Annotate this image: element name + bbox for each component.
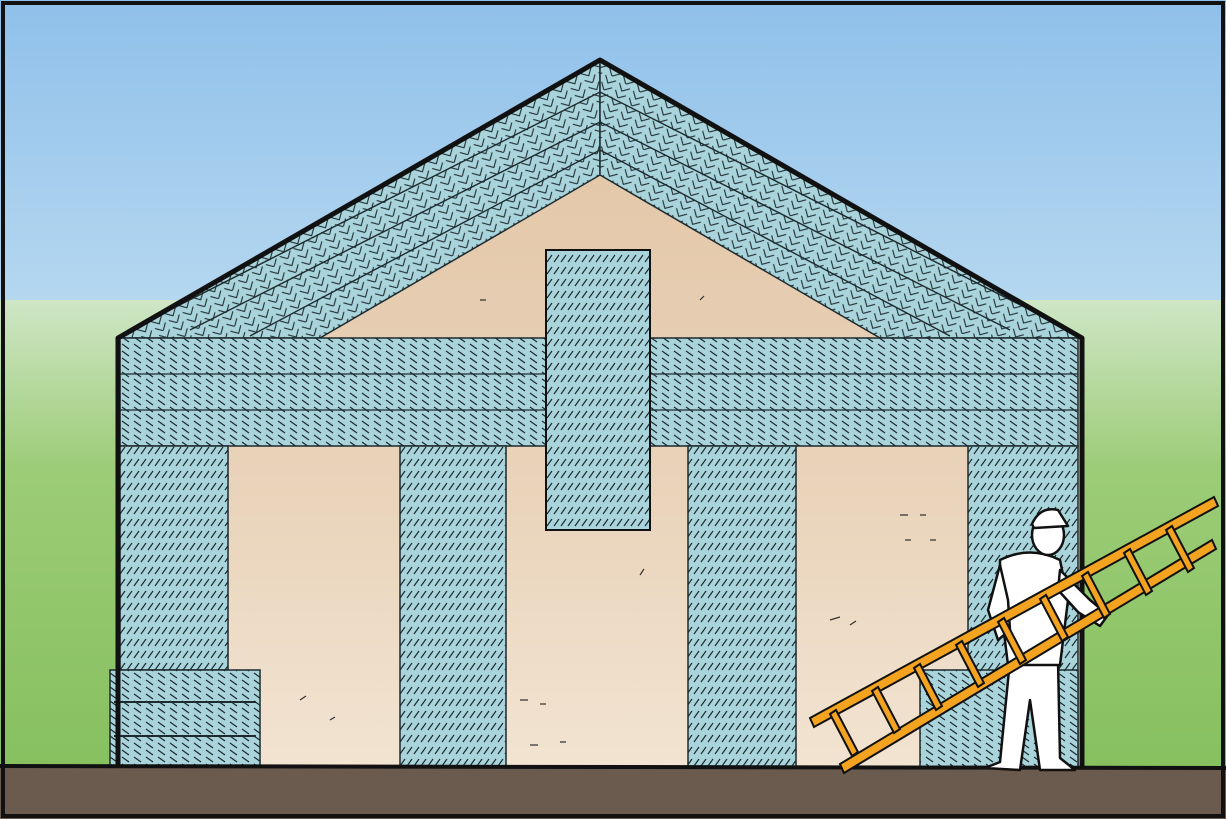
stud-center-right [688,446,796,770]
ground [0,766,1226,819]
base-block-left [110,670,260,770]
upper-window-panel [546,250,650,530]
stud-left [120,446,228,670]
stud-center-left [400,446,506,770]
